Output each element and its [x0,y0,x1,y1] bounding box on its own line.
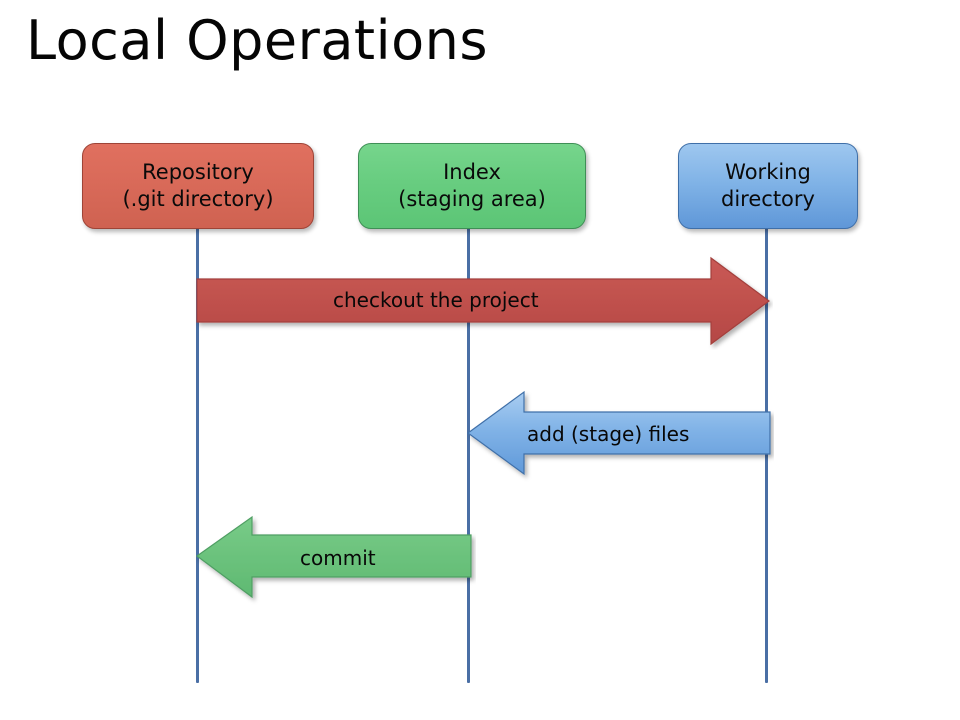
page-title: Local Operations [26,9,488,72]
arrow-add-label: add (stage) files [527,422,690,446]
node-index[interactable]: Index (staging area) [358,143,586,229]
node-working-line2: directory [721,187,815,211]
node-repository[interactable]: Repository (.git directory) [82,143,314,229]
arrow-add-stage-files[interactable] [462,386,774,482]
node-working[interactable]: Working directory [678,143,858,229]
arrow-commit[interactable] [192,511,476,605]
lifeline-working [765,228,768,683]
arrow-checkout-label: checkout the project [333,288,539,312]
node-repository-line1: Repository [142,160,254,184]
lifeline-index [467,228,470,683]
node-repository-line2: (.git directory) [122,187,274,211]
node-index-line2: (staging area) [398,187,546,211]
lifeline-repository [196,228,199,683]
arrow-commit-label: commit [300,546,376,570]
node-index-line1: Index [443,160,501,184]
node-working-line1: Working [725,160,811,184]
arrow-checkout-the-project[interactable] [193,252,773,350]
